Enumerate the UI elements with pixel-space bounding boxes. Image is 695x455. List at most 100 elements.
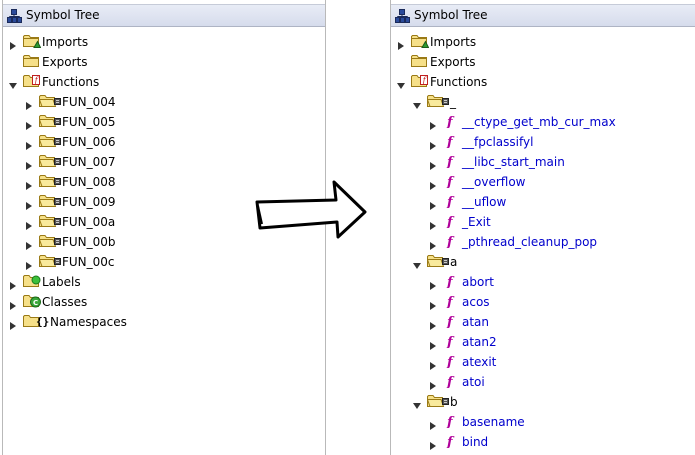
expand-toggle-expanded-icon[interactable] <box>413 259 421 273</box>
expand-toggle-collapsed-icon[interactable] <box>429 199 437 213</box>
tree-node-fun-006[interactable]: FUN_006 <box>3 132 325 152</box>
tree-node-label: Labels <box>42 275 81 289</box>
expand-toggle-collapsed-icon[interactable] <box>429 179 437 193</box>
expand-toggle-expanded-icon[interactable] <box>9 79 17 93</box>
expand-toggle-collapsed-icon[interactable] <box>25 179 33 193</box>
expand-toggle-collapsed-icon[interactable] <box>25 159 33 173</box>
functions-folder-icon: f <box>23 74 41 91</box>
folder-icon <box>23 54 39 71</box>
svg-text:f: f <box>446 415 455 428</box>
tree-node-fun-00b[interactable]: FUN_00b <box>3 232 325 252</box>
expand-toggle-collapsed-icon[interactable] <box>25 259 33 273</box>
svg-text:{}: {} <box>36 315 49 328</box>
svg-text:f: f <box>446 315 455 328</box>
function-icon: f <box>445 314 457 331</box>
function-icon: f <box>445 334 457 351</box>
tree-node-pthread-cleanup-pop[interactable]: f_pthread_cleanup_pop <box>391 232 695 252</box>
expand-toggle-collapsed-icon[interactable] <box>429 359 437 373</box>
tree-node-label: Imports <box>430 35 477 49</box>
expand-toggle-collapsed-icon[interactable] <box>25 239 33 253</box>
tree-node-label: FUN_009 <box>62 195 116 209</box>
function-group-folder-icon <box>38 194 61 211</box>
panel-titlebar[interactable]: Symbol Tree <box>3 4 325 27</box>
tree-node-labels[interactable]: Labels <box>3 272 325 292</box>
tree-node-b[interactable]: b <box>391 392 695 412</box>
svg-text:f: f <box>446 175 455 188</box>
tree-node-exit[interactable]: f_Exit <box>391 212 695 232</box>
tree-node-label: a <box>450 255 458 269</box>
expand-toggle-collapsed-icon[interactable] <box>429 219 437 233</box>
expand-toggle-collapsed-icon[interactable] <box>9 319 17 333</box>
tree-node-label: FUN_00c <box>62 255 115 269</box>
expand-toggle-collapsed-icon[interactable] <box>429 299 437 313</box>
tree-node-imports[interactable]: Imports <box>391 32 695 52</box>
tree-node-overflow[interactable]: f __overflow <box>391 172 695 192</box>
expand-toggle-collapsed-icon[interactable] <box>429 339 437 353</box>
expand-toggle-collapsed-icon[interactable] <box>429 239 437 253</box>
expand-toggle-collapsed-icon[interactable] <box>429 279 437 293</box>
function-group-folder-icon <box>38 234 61 251</box>
expand-toggle-collapsed-icon[interactable] <box>429 319 437 333</box>
tree-node-fun-009[interactable]: FUN_009 <box>3 192 325 212</box>
tree-node-fun-008[interactable]: FUN_008 <box>3 172 325 192</box>
tree-node-fun-00a[interactable]: FUN_00a <box>3 212 325 232</box>
tree-node-namespaces[interactable]: {}Namespaces <box>3 312 325 332</box>
tree-node-a[interactable]: a <box>391 252 695 272</box>
expand-toggle-collapsed-icon[interactable] <box>397 39 405 53</box>
expand-toggle-collapsed-icon[interactable] <box>9 299 17 313</box>
tree-node-label: __overflow <box>462 175 526 189</box>
transform-arrow-icon <box>255 180 367 239</box>
tree-node-uflow[interactable]: f__uflow <box>391 192 695 212</box>
function-icon: f <box>445 274 457 291</box>
panel-titlebar[interactable]: Symbol Tree <box>391 4 695 27</box>
tree-node-fun-004[interactable]: FUN_004 <box>3 92 325 112</box>
expand-toggle-collapsed-icon[interactable] <box>25 119 33 133</box>
expand-toggle-expanded-icon[interactable] <box>413 99 421 113</box>
tree-node-libc-start-main[interactable]: f__libc_start_main <box>391 152 695 172</box>
tree-node-imports[interactable]: Imports <box>3 32 325 52</box>
expand-toggle-expanded-icon[interactable] <box>397 79 405 93</box>
expand-toggle-collapsed-icon[interactable] <box>25 219 33 233</box>
tree-node-label: Functions <box>430 75 488 89</box>
svg-text:f: f <box>446 275 455 288</box>
symbol-tree-icon <box>395 9 410 26</box>
expand-toggle-collapsed-icon[interactable] <box>25 139 33 153</box>
expand-toggle-collapsed-icon[interactable] <box>429 439 437 453</box>
tree-node-[interactable]: _ <box>391 92 695 112</box>
tree-node-fpclassifyl[interactable]: f__fpclassifyl <box>391 132 695 152</box>
svg-text:f: f <box>446 295 455 308</box>
expand-toggle-collapsed-icon[interactable] <box>429 119 437 133</box>
expand-toggle-collapsed-icon[interactable] <box>429 139 437 153</box>
tree-node-exports[interactable]: Exports <box>391 52 695 72</box>
tree-node-exports[interactable]: Exports <box>3 52 325 72</box>
tree-node-ctype-get-mb-cur-max[interactable]: f__ctype_get_mb_cur_max <box>391 112 695 132</box>
expand-toggle-collapsed-icon[interactable] <box>429 419 437 433</box>
expand-toggle-collapsed-icon[interactable] <box>429 159 437 173</box>
expand-toggle-expanded-icon[interactable] <box>413 399 421 413</box>
tree-node-fun-007[interactable]: FUN_007 <box>3 152 325 172</box>
tree-node-label: _Exit <box>462 215 491 229</box>
symbol-tree-icon <box>7 9 22 26</box>
tree-node-fun-00c[interactable]: FUN_00c <box>3 252 325 272</box>
function-icon: f <box>445 114 457 131</box>
expand-toggle-collapsed-icon[interactable] <box>429 379 437 393</box>
expand-toggle-collapsed-icon[interactable] <box>9 279 17 293</box>
expand-toggle-collapsed-icon[interactable] <box>25 99 33 113</box>
tree-node-label: FUN_007 <box>62 155 116 169</box>
labels-folder-icon <box>23 274 41 291</box>
tree-node-fun-005[interactable]: FUN_005 <box>3 112 325 132</box>
expand-toggle-collapsed-icon[interactable] <box>9 39 17 53</box>
tree-node-label: b <box>450 395 458 409</box>
expand-toggle-collapsed-icon[interactable] <box>25 199 33 213</box>
